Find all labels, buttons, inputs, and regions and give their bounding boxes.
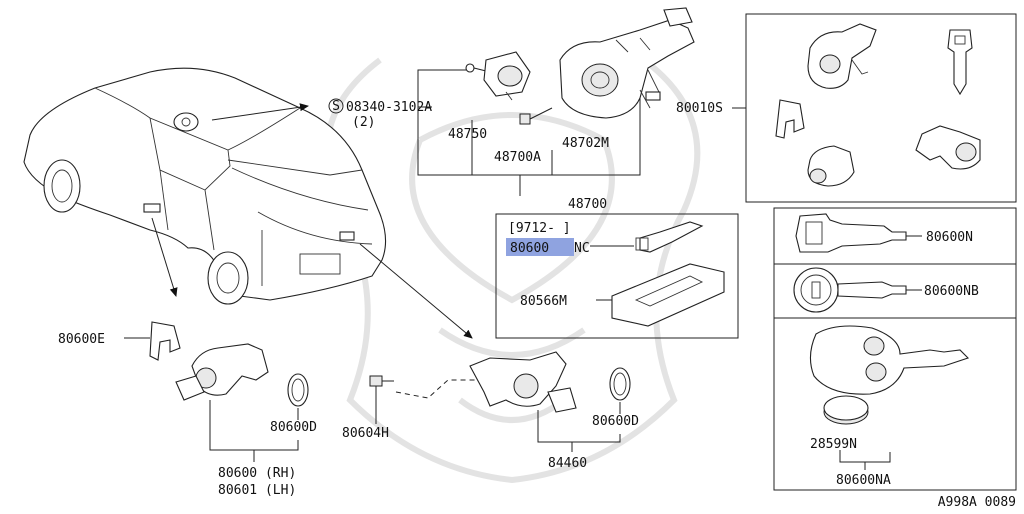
card-key-drawing xyxy=(635,221,704,253)
door-lock-clip-drawing xyxy=(149,321,181,361)
label-qty-2: (2) xyxy=(352,115,375,130)
steering-lock-drawing xyxy=(559,7,695,119)
label-28599N[interactable]: 28599N xyxy=(810,437,857,452)
label-48700[interactable]: 48700 xyxy=(568,197,607,212)
label-80566M[interactable]: 80566M xyxy=(520,294,567,309)
label-80010S[interactable]: 80010S xyxy=(676,101,723,116)
key-80600N-drawing xyxy=(795,213,922,253)
label-80600E[interactable]: 80600E xyxy=(58,332,105,347)
car-illustration xyxy=(23,67,387,305)
s-mark: S xyxy=(332,99,340,114)
trunk-lock-drawing xyxy=(469,351,577,413)
arrows xyxy=(151,103,473,339)
shear-bolt-drawing xyxy=(519,107,553,125)
label-80604H[interactable]: 80604H xyxy=(342,426,389,441)
label-80600D-right[interactable]: 80600D xyxy=(592,414,639,429)
label-80600NC-suffix[interactable]: NC xyxy=(574,241,590,256)
trunk-rod-drawing xyxy=(369,375,394,424)
ignition-group xyxy=(417,7,695,196)
door-lock-cylinder-drawing xyxy=(175,343,269,401)
label-80600-rh[interactable]: 80600 (RH) xyxy=(218,466,296,481)
lock-set-drawings xyxy=(775,23,981,187)
highlight-80600NC xyxy=(506,238,574,256)
cylinder-48750-drawing xyxy=(483,51,531,101)
label-80600N[interactable]: 80600N xyxy=(926,230,973,245)
label-48700A[interactable]: 48700A xyxy=(494,150,541,165)
label-80600NC-prefix[interactable]: 80600 xyxy=(510,241,549,256)
key-variants-box xyxy=(773,207,1017,491)
remote-key-drawing xyxy=(809,325,970,395)
label-84460[interactable]: 84460 xyxy=(548,456,587,471)
key-80600NB-drawing xyxy=(793,267,922,313)
label-48750[interactable]: 48750 xyxy=(448,127,487,142)
date-range: [9712- ] xyxy=(508,221,571,236)
label-80600D-left[interactable]: 80600D xyxy=(270,420,317,435)
label-48702M[interactable]: 48702M xyxy=(562,136,609,151)
figure-code: A998A 0089 xyxy=(938,495,1016,510)
trunk-lock-gasket-drawing xyxy=(609,367,631,401)
label-80600NB[interactable]: 80600NB xyxy=(924,284,979,299)
label-08340-3102A: 08340-3102A xyxy=(346,100,432,115)
door-lock-gasket-drawing xyxy=(287,373,309,407)
screw-callout[interactable]: S 08340-3102A (2) xyxy=(328,98,432,130)
card-key-box xyxy=(495,213,739,339)
battery-drawing xyxy=(823,395,869,425)
watermark-emblem xyxy=(323,57,701,484)
label-80600NA[interactable]: 80600NA xyxy=(836,473,891,488)
label-80601-lh[interactable]: 80601 (LH) xyxy=(218,483,296,498)
key-plate-drawing xyxy=(611,263,725,327)
